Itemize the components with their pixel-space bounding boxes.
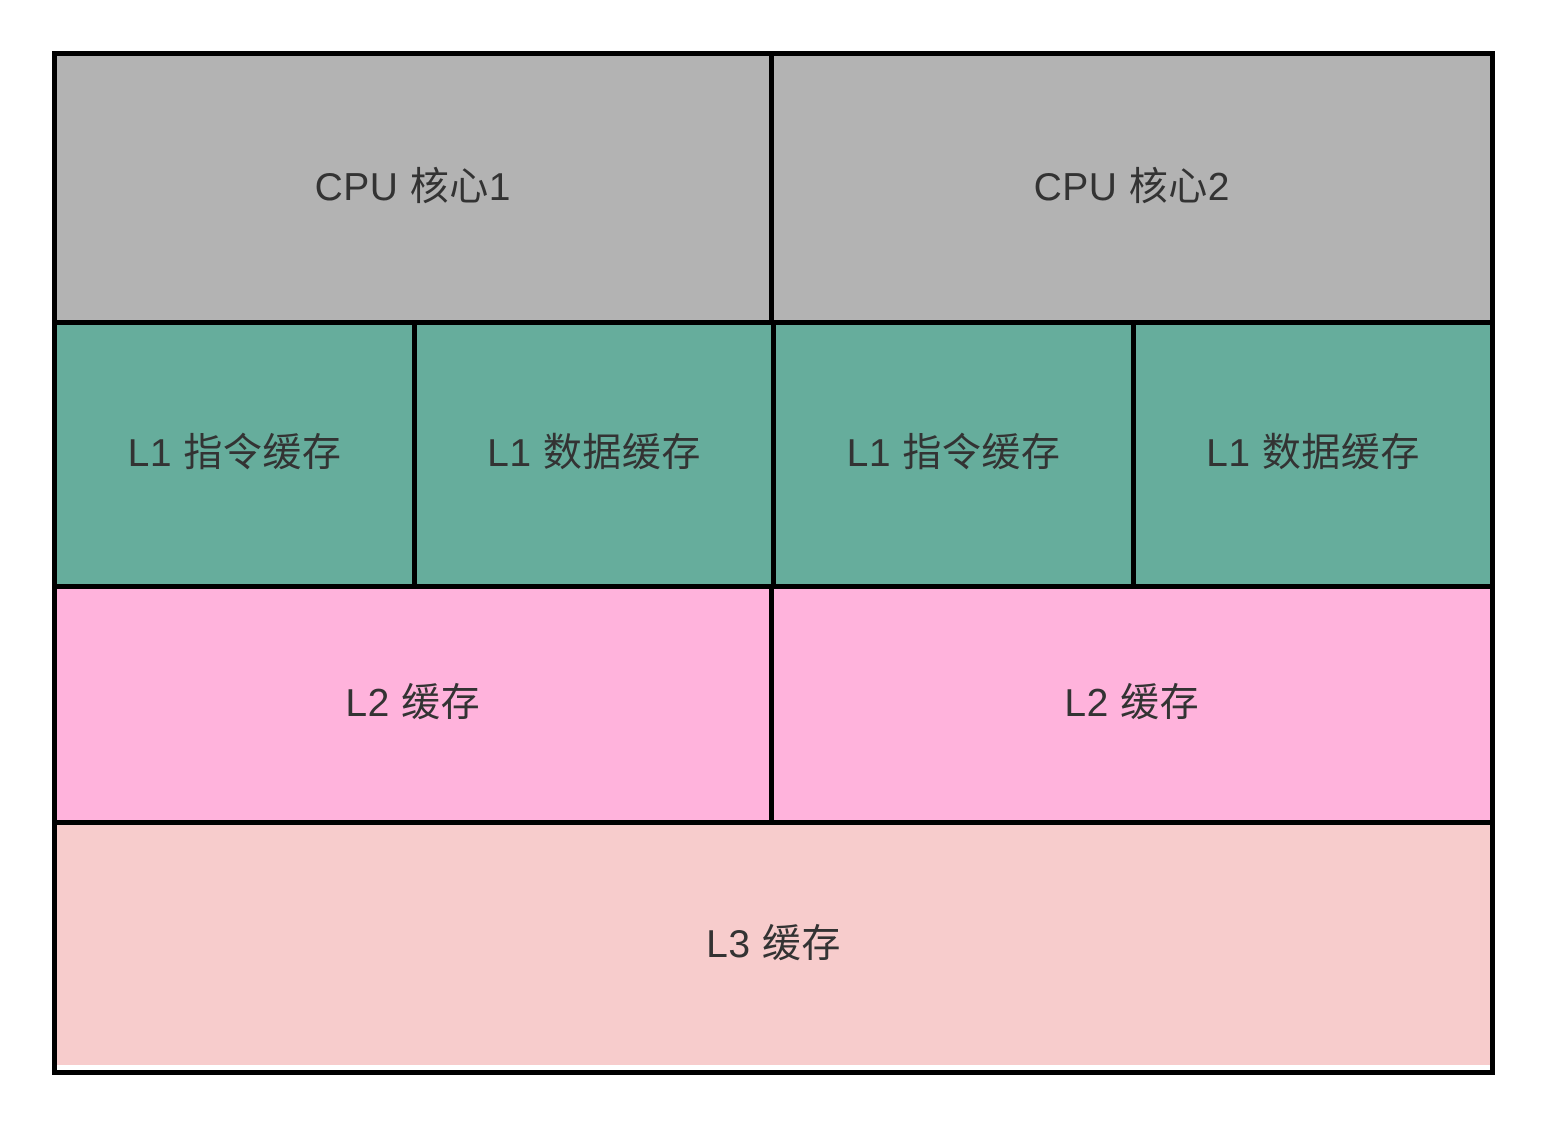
l2-cache-row: L2 缓存 L2 缓存	[57, 589, 1490, 825]
l2-cache-core-2[interactable]: L2 缓存	[773, 589, 1490, 820]
cpu-core-2-block[interactable]: CPU 核心2	[773, 56, 1490, 320]
l3-cache-row: L3 缓存	[57, 825, 1490, 1065]
l1-data-cache-core-1[interactable]: L1 数据缓存	[417, 325, 776, 584]
l1-cache-row: L1 指令缓存 L1 数据缓存 L1 指令缓存 L1 数据缓存	[57, 325, 1490, 589]
cpu-core-row: CPU 核心1 CPU 核心2	[57, 56, 1490, 325]
l1-instruction-cache-core-1[interactable]: L1 指令缓存	[57, 325, 417, 584]
l3-cache-shared[interactable]: L3 缓存	[57, 825, 1490, 1065]
l2-cache-core-1[interactable]: L2 缓存	[57, 589, 774, 820]
l1-instruction-cache-core-2[interactable]: L1 指令缓存	[776, 325, 1136, 584]
l1-data-cache-core-2[interactable]: L1 数据缓存	[1136, 325, 1490, 584]
cpu-core-1-block[interactable]: CPU 核心1	[57, 56, 774, 320]
cpu-cache-hierarchy-diagram: CPU 核心1 CPU 核心2 L1 指令缓存 L1 数据缓存 L1 指令缓存 …	[52, 51, 1495, 1075]
